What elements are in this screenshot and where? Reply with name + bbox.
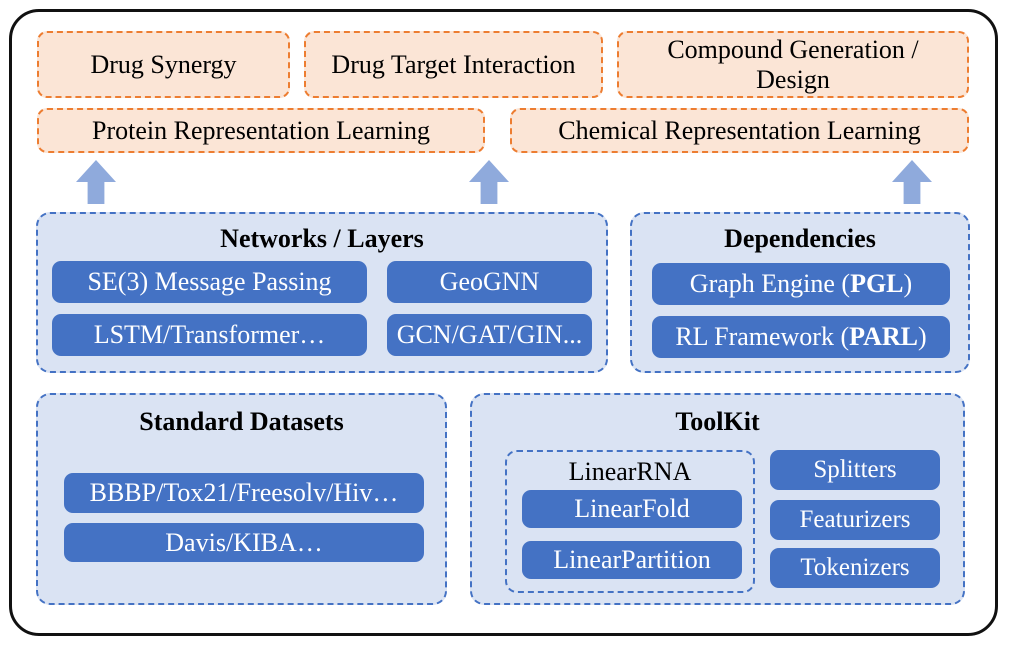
task-box-protein-representation: Protein Representation Learning xyxy=(37,108,485,153)
panel-title: ToolKit xyxy=(675,407,760,436)
panel-title: Networks / Layers xyxy=(220,224,424,253)
panel-title: Dependencies xyxy=(724,224,876,253)
chip-linearfold: LinearFold xyxy=(522,490,742,528)
chip-dti-datasets: Davis/KIBA… xyxy=(64,523,424,562)
chip-lstm-transformer: LSTM/Transformer… xyxy=(52,314,367,356)
task-label: Drug Synergy xyxy=(90,49,237,79)
chip-splitters: Splitters xyxy=(770,450,940,490)
standard-datasets-panel: Standard Datasets BBBP/Tox21/Freesolv/Hi… xyxy=(36,393,447,605)
chip-molecule-datasets: BBBP/Tox21/Freesolv/Hiv… xyxy=(64,473,424,513)
task-box-drug-synergy: Drug Synergy xyxy=(37,31,290,98)
linear-rna-group: LinearRNA LinearFold LinearPartition xyxy=(505,450,755,593)
chip-tokenizers: Tokenizers xyxy=(770,548,940,588)
task-box-drug-target-interaction: Drug Target Interaction xyxy=(304,31,603,98)
chip-label: GCN/GAT/GIN... xyxy=(396,320,583,349)
toolkit-panel: ToolKit LinearRNA LinearFold LinearParti… xyxy=(470,393,965,605)
task-label: Drug Target Interaction xyxy=(331,49,576,79)
chip-label: LinearPartition xyxy=(553,545,711,574)
task-label: Chemical Representation Learning xyxy=(558,115,921,145)
panel-title: Standard Datasets xyxy=(139,407,344,436)
chip-label: RL Framework (PARL) xyxy=(675,322,927,351)
chip-label: LinearFold xyxy=(574,494,690,523)
task-box-chemical-representation: Chemical Representation Learning xyxy=(510,108,969,153)
task-label: Protein Representation Learning xyxy=(92,115,430,145)
chip-label: SE(3) Message Passing xyxy=(87,267,332,296)
chip-label: Davis/KIBA… xyxy=(165,527,323,557)
dependencies-panel: Dependencies Graph Engine (PGL) RL Frame… xyxy=(630,212,970,373)
chip-linearpartition: LinearPartition xyxy=(522,541,742,579)
chip-gcn-gat-gin: GCN/GAT/GIN... xyxy=(387,314,592,356)
chip-featurizers: Featurizers xyxy=(770,500,940,540)
chip-label: Splitters xyxy=(813,456,897,483)
chip-label: BBBP/Tox21/Freesolv/Hiv… xyxy=(89,478,399,507)
chip-se3-message-passing: SE(3) Message Passing xyxy=(52,261,367,303)
subgroup-title: LinearRNA xyxy=(568,457,692,486)
chip-label: Tokenizers xyxy=(800,554,910,581)
chip-rl-framework-parl: RL Framework (PARL) xyxy=(652,316,950,358)
chip-label: Graph Engine (PGL) xyxy=(689,269,913,298)
chip-graph-engine-pgl: Graph Engine (PGL) xyxy=(652,263,950,305)
task-box-compound-generation: Compound Generation / Design xyxy=(617,31,969,98)
chip-geognn: GeoGNN xyxy=(387,261,592,303)
chip-label: Featurizers xyxy=(799,506,911,533)
task-label: Compound Generation / Design xyxy=(667,34,919,94)
chip-label: GeoGNN xyxy=(439,267,540,296)
networks-layers-panel: Networks / Layers SE(3) Message Passing … xyxy=(36,212,608,373)
chip-label: LSTM/Transformer… xyxy=(93,320,326,349)
